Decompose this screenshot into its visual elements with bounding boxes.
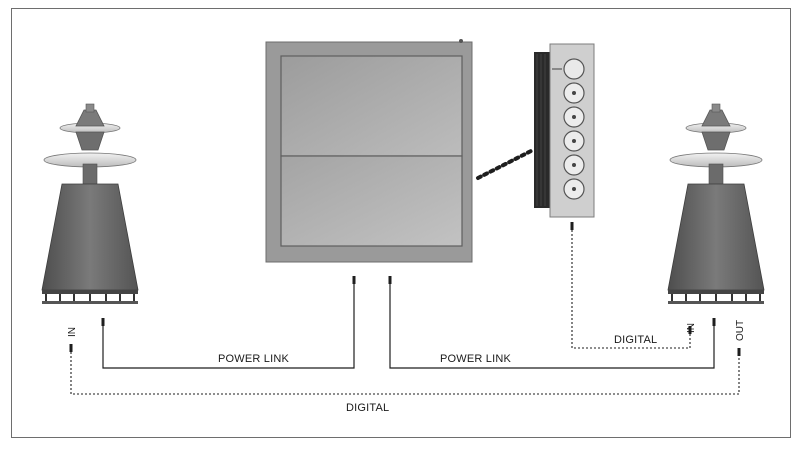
power-link-left-cable <box>102 280 355 369</box>
power-link-right-label: POWER LINK <box>440 353 512 365</box>
loudspeaker-icon <box>667 103 765 304</box>
left-speaker <box>41 103 139 304</box>
loudspeaker-icon <box>41 103 139 304</box>
right-speaker-in-label: IN <box>686 323 697 333</box>
digital-right-cable <box>571 226 691 349</box>
cd-changer-icon <box>534 43 595 218</box>
right-speaker <box>667 103 765 304</box>
television-icon <box>265 39 473 263</box>
ir-link-dots <box>476 148 535 180</box>
power-link-right-cable <box>389 280 715 369</box>
digital-bottom-label: DIGITAL <box>346 402 389 414</box>
power-link-left-label: POWER LINK <box>218 353 290 365</box>
television <box>265 39 473 263</box>
digital-bottom-cable <box>70 348 740 395</box>
disc-player <box>534 43 595 218</box>
right-speaker-out-label: OUT <box>735 320 746 341</box>
left-speaker-in-label: IN <box>67 327 78 337</box>
digital-right-label: DIGITAL <box>614 334 657 346</box>
